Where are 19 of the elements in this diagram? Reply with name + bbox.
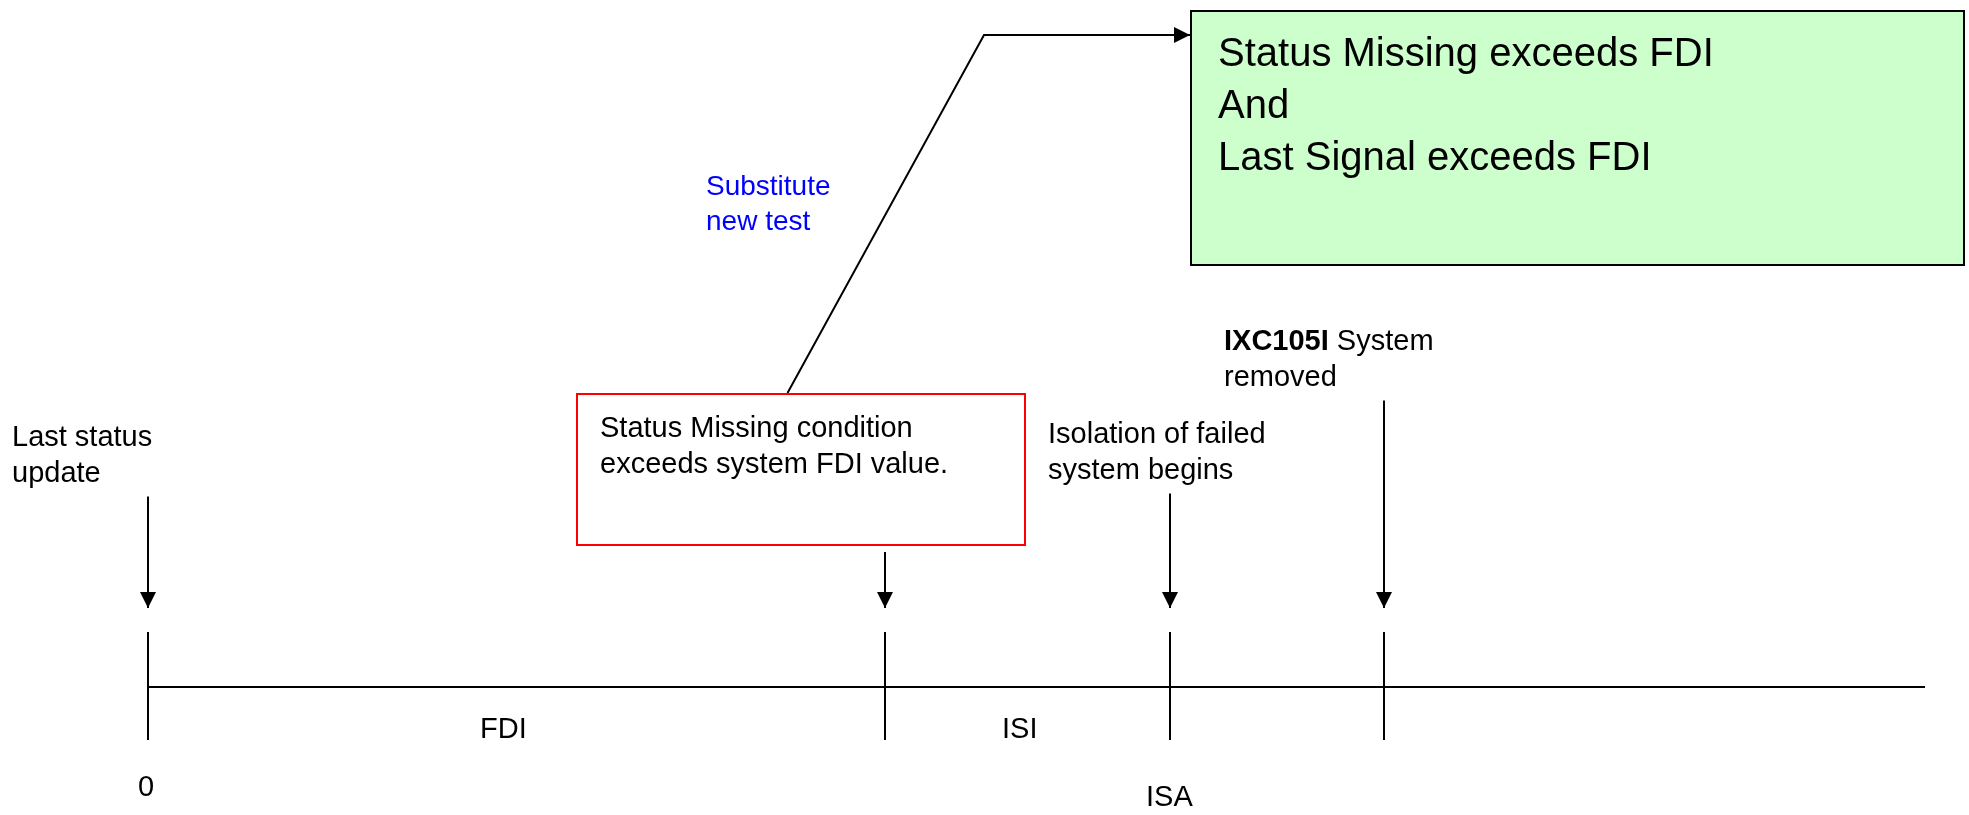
timeline-label: 0 (138, 770, 155, 803)
condition-text: Status Missing condition exceeds system FDI value. (600, 410, 950, 482)
arrow (1162, 492, 1178, 609)
event-label: Last status update (12, 419, 154, 491)
arrow (140, 495, 156, 609)
condition-text: Status Missing exceeds FDI (1218, 29, 1715, 76)
condition-text: Last Signal exceeds FDI (1218, 133, 1653, 180)
timeline-label: FDI (480, 712, 527, 745)
event-label: IXC105I System removed (1224, 323, 1435, 395)
arrow (786, 27, 1191, 394)
arrow (1376, 399, 1392, 609)
timeline-label: ISA (1146, 780, 1193, 813)
event-label: Isolation of failed system begins (1048, 416, 1267, 488)
arrow (877, 551, 893, 609)
edge-label: Substitute new test (706, 169, 832, 238)
timeline-label: ISI (1002, 712, 1038, 745)
condition-text: And (1218, 81, 1291, 128)
condition-box (576, 393, 1026, 546)
condition-box (1190, 10, 1965, 266)
